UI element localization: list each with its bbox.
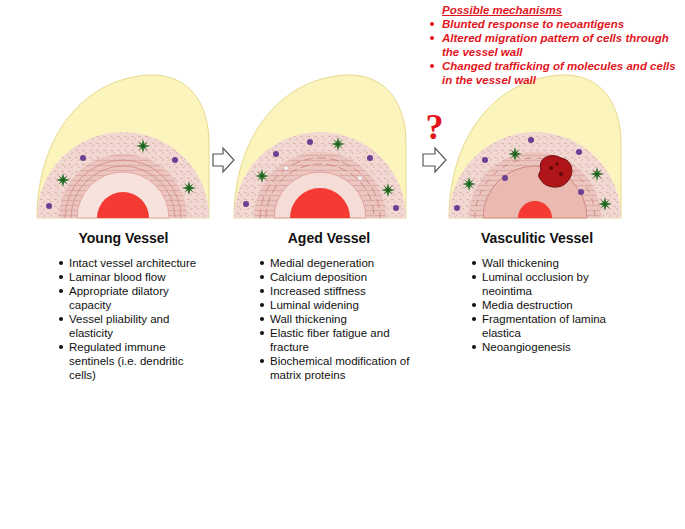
feature-bullet: Appropriate dilatory capacity: [59, 284, 212, 312]
mechanism-notes: Possible mechanismsBlunted response to n…: [430, 3, 680, 87]
feature-bullet: Intact vessel architecture: [59, 256, 212, 270]
feature-bullet: Calcium deposition: [260, 270, 422, 284]
feature-bullet: Biochemical modification of matrix prote…: [260, 354, 422, 382]
young-vessel-drawing: [37, 75, 209, 218]
panel-heading: Vasculitic Vessel: [448, 230, 626, 246]
mechanism-bullet: Blunted response to neoantigens: [430, 17, 680, 31]
feature-bullet: Luminal widening: [260, 298, 422, 312]
vessel-panel: Young VesselIntact vessel architectureLa…: [35, 70, 212, 382]
aged-vessel-drawing: [234, 75, 406, 218]
feature-bullet: Neoangiogenesis: [472, 340, 626, 354]
feature-bullet: Elastic fiber fatigue and fracture: [260, 326, 422, 354]
vasculitic-vessel-drawing: [449, 75, 621, 218]
feature-bullet: Regulated immune sentinels (i.e. dendrit…: [59, 340, 212, 382]
feature-bullet: Media destruction: [472, 298, 626, 312]
feature-bullet: Wall thickening: [472, 256, 626, 270]
feature-bullet: Wall thickening: [260, 312, 422, 326]
panel-heading: Young Vessel: [35, 230, 212, 246]
block-arrow: [423, 148, 446, 172]
mechanism-bullet: Altered migration pattern of cells throu…: [430, 31, 680, 59]
feature-bullet: Medial degeneration: [260, 256, 422, 270]
feature-bullet: Vessel pliability and elasticity: [59, 312, 212, 340]
feature-bullet: Luminal occlusion by neointima: [472, 270, 626, 298]
feature-bullet: Increased stiffness: [260, 284, 422, 298]
mechanism-heading: Possible mechanisms: [442, 3, 680, 17]
feature-bullet: Fragmentation of lamina elastica: [472, 312, 626, 340]
feature-bullet: Laminar blood flow: [59, 270, 212, 284]
edge-label: ?: [426, 108, 444, 146]
vessel-panel: Aged VesselMedial degenerationCalcium de…: [236, 70, 422, 382]
panel-heading: Aged Vessel: [236, 230, 422, 246]
vessel-panel: Vasculitic VesselWall thickeningLuminal …: [448, 70, 626, 354]
block-arrow: [213, 148, 234, 172]
mechanism-bullet: Changed trafficking of molecules and cel…: [430, 59, 680, 87]
